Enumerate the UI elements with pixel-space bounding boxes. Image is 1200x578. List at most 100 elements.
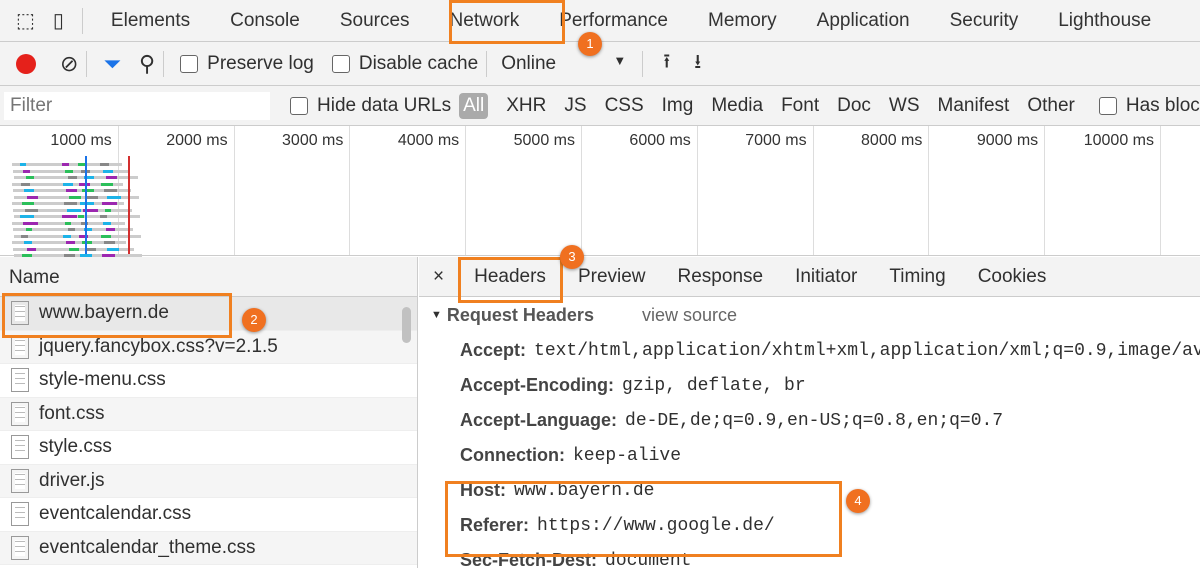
tab-response[interactable]: Response xyxy=(677,265,764,287)
filter-input[interactable] xyxy=(4,91,270,120)
filter-type-all[interactable]: All xyxy=(459,92,489,119)
search-icon[interactable]: ⚲ xyxy=(139,50,156,76)
tab-sources[interactable]: Sources xyxy=(339,9,410,31)
step-badge-1: 1 xyxy=(578,32,602,56)
has-blocked-checkbox[interactable] xyxy=(1098,96,1117,115)
document-icon xyxy=(11,535,29,560)
request-row[interactable]: style.css xyxy=(0,431,417,465)
request-headers-section[interactable]: ▼ Request Headers view source xyxy=(419,297,1200,333)
timeline-segment xyxy=(66,189,77,192)
document-icon xyxy=(11,334,29,359)
filter-type-img[interactable]: Img xyxy=(661,94,694,116)
tab-initiator[interactable]: Initiator xyxy=(795,265,858,287)
tab-timing[interactable]: Timing xyxy=(889,265,946,287)
tab-performance[interactable]: Performance xyxy=(559,9,669,31)
devtools-tab-bar: ⬚ ▯ Elements Console Sources Network Per… xyxy=(0,0,1200,42)
has-blocked-label: Has bloc xyxy=(1125,94,1200,116)
step-badge-4: 4 xyxy=(846,489,870,513)
timeline-segment xyxy=(26,176,34,179)
disable-cache-checkbox[interactable] xyxy=(331,54,350,73)
clear-icon[interactable]: ⊘ xyxy=(60,50,79,76)
record-icon[interactable] xyxy=(16,53,36,74)
filter-type-media[interactable]: Media xyxy=(711,94,764,116)
timeline-segment xyxy=(21,234,28,238)
request-row[interactable]: eventcalendar_theme.css xyxy=(0,531,417,565)
timeline-gridline xyxy=(581,126,582,255)
tab-console[interactable]: Console xyxy=(230,9,300,31)
timeline-gridline xyxy=(928,126,930,255)
close-icon[interactable]: × xyxy=(433,265,445,287)
throttle-select[interactable]: Online▼ xyxy=(501,53,626,75)
filter-type-css[interactable]: CSS xyxy=(604,94,644,116)
request-details: × Headers Preview Response Initiator Tim… xyxy=(419,257,1200,571)
filter-type-ws[interactable]: WS xyxy=(888,94,920,116)
device-toolbar-icon[interactable]: ▯ xyxy=(52,10,64,32)
timeline-segment xyxy=(20,163,26,166)
dom-content-loaded-line xyxy=(85,156,87,254)
view-source-link[interactable]: view source xyxy=(641,304,737,325)
request-row[interactable]: www.bayern.de xyxy=(0,297,417,331)
timeline-segment xyxy=(105,208,111,212)
request-row[interactable]: style-menu.css xyxy=(0,364,417,398)
tab-security[interactable]: Security xyxy=(949,9,1019,31)
timeline-segment xyxy=(66,241,75,244)
timeline-tick-label: 1000 ms xyxy=(50,132,112,149)
inspect-element-icon[interactable]: ⬚ xyxy=(16,10,35,32)
export-har-icon[interactable]: ⭳ xyxy=(694,50,702,73)
document-icon xyxy=(11,468,29,493)
header-value: de-DE,de;q=0.9,en-US;q=0.8,en;q=0.7 xyxy=(625,410,1004,431)
header-row: Accept:text/html,application/xhtml+xml,a… xyxy=(419,333,1200,368)
tab-network[interactable]: Network xyxy=(449,9,520,31)
timeline-tick-label: 3000 ms xyxy=(282,132,344,149)
header-row: Connection:keep-alive xyxy=(419,438,1200,473)
request-row[interactable]: font.css xyxy=(0,397,417,431)
filter-icon[interactable]: ⏷ xyxy=(103,50,122,76)
timeline-segment xyxy=(107,195,121,199)
tab-memory[interactable]: Memory xyxy=(708,9,777,31)
timeline-gridline xyxy=(465,126,467,255)
timeline-gridline xyxy=(1160,126,1161,255)
header-name: Accept-Encoding: xyxy=(460,375,615,395)
timeline-request-bar xyxy=(14,215,140,218)
tab-lighthouse[interactable]: Lighthouse xyxy=(1058,9,1152,31)
tab-headers[interactable]: Headers xyxy=(474,265,546,287)
preserve-log-label: Preserve log xyxy=(207,52,314,74)
filter-type-manifest[interactable]: Manifest xyxy=(937,94,1010,116)
timeline-segment xyxy=(22,202,34,205)
filter-type-font[interactable]: Font xyxy=(781,94,820,116)
hide-data-urls-checkbox[interactable] xyxy=(290,96,308,115)
filter-type-doc[interactable]: Doc xyxy=(837,94,871,116)
request-name: eventcalendar.css xyxy=(39,503,192,525)
document-icon xyxy=(11,502,29,527)
timeline-segment xyxy=(107,247,119,251)
filter-type-js[interactable]: JS xyxy=(564,94,587,116)
preserve-log-checkbox[interactable] xyxy=(180,54,199,73)
request-name: driver.js xyxy=(39,469,105,491)
timeline-segment xyxy=(20,215,34,218)
request-name: jquery.fancybox.css?v=2.1.5 xyxy=(39,335,278,357)
highlight-host-referer xyxy=(445,481,842,557)
timeline-segment xyxy=(84,228,92,231)
timeline-segment xyxy=(22,254,32,257)
timeline-segment xyxy=(101,234,111,238)
request-row[interactable]: driver.js xyxy=(0,464,417,498)
scrollbar[interactable] xyxy=(402,307,411,343)
timeline-tick-label: 2000 ms xyxy=(166,132,228,149)
request-row[interactable]: eventcalendar.css xyxy=(0,498,417,532)
filter-type-other[interactable]: Other xyxy=(1027,94,1075,116)
tab-elements[interactable]: Elements xyxy=(110,9,191,31)
header-name: Referer: xyxy=(460,515,530,535)
tab-cookies[interactable]: Cookies xyxy=(977,265,1047,287)
timeline-segment xyxy=(62,163,69,166)
timeline-gridline xyxy=(233,126,235,255)
timeline-request-bar xyxy=(14,254,142,257)
import-har-icon[interactable]: ⭱ xyxy=(663,50,671,73)
step-badge-3: 3 xyxy=(560,245,584,269)
filter-type-xhr[interactable]: XHR xyxy=(506,94,547,116)
tab-application[interactable]: Application xyxy=(816,9,910,31)
timeline-segment xyxy=(78,163,86,166)
timeline-segment xyxy=(104,189,117,192)
name-column-header[interactable]: Name xyxy=(0,257,417,297)
tab-preview[interactable]: Preview xyxy=(577,265,646,287)
